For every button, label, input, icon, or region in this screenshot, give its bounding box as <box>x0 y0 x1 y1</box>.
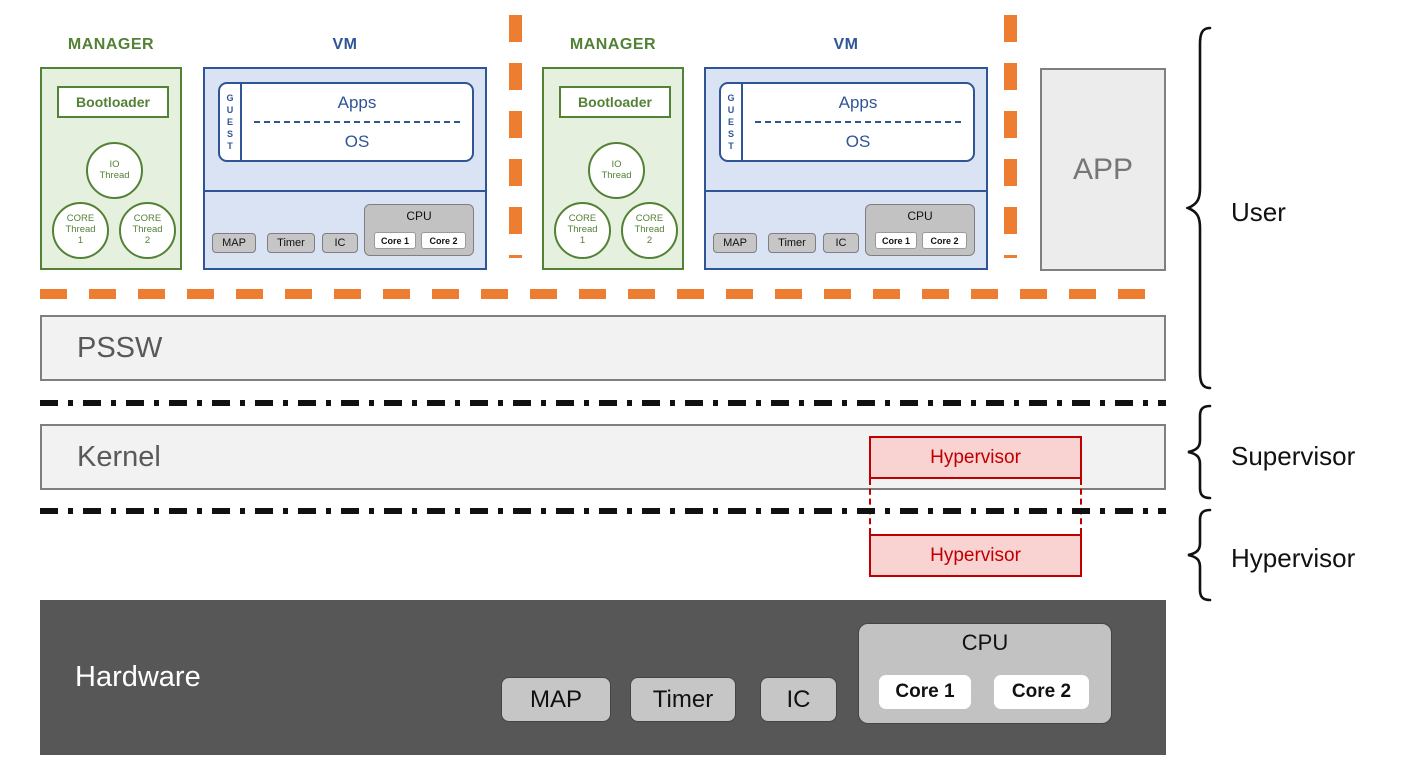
hw-device-timer: Timer <box>630 677 736 722</box>
vm-device-map: MAP <box>713 233 757 253</box>
manager-box: Bootloader IO Thread CORE Thread 1 CORE … <box>40 67 182 270</box>
hw-cpu-core-1: Core 1 <box>879 675 971 709</box>
os-label: OS <box>845 131 871 151</box>
user-label: User <box>1231 197 1286 227</box>
os-label: OS <box>344 131 370 151</box>
apps-os-main: Apps OS <box>242 84 472 160</box>
supervisor-brace <box>1187 404 1212 500</box>
io-thread-circle: IO Thread <box>86 142 143 199</box>
io-thread-line1: IO <box>611 158 622 170</box>
vm-device-timer: Timer <box>768 233 816 253</box>
kernel-label: Kernel <box>77 440 161 473</box>
pssw-label: PSSW <box>77 331 163 364</box>
red-dashed-connector-right <box>1080 479 1082 534</box>
io-thread-line2: Thread <box>601 169 632 181</box>
vm-cpu-label: CPU <box>406 209 432 223</box>
guest-letter: S <box>727 129 734 140</box>
guest-strip: G U E S T <box>220 84 242 160</box>
core2-line3: 2 <box>646 234 653 246</box>
guest-letter: S <box>226 129 233 140</box>
hypervisor-label: Hypervisor <box>1231 543 1356 573</box>
core2-line2: Thread <box>132 224 163 236</box>
pssw-bar: PSSW <box>40 315 1166 381</box>
hypervisor-brace <box>1187 508 1212 602</box>
vm-title: VM <box>833 36 859 53</box>
manager-box: Bootloader IO Thread CORE Thread 1 CORE … <box>542 67 684 270</box>
guest-letter: E <box>226 116 233 127</box>
apps-label: Apps <box>838 92 878 112</box>
guest-letter: T <box>227 141 233 152</box>
core1-line3: 1 <box>77 234 84 246</box>
dashdot-divider-2 <box>40 508 1166 514</box>
vm-cpu-label: CPU <box>907 209 933 223</box>
guest-apps-os-box: G U E S T Apps OS <box>218 82 474 162</box>
vm-device-timer: Timer <box>267 233 315 253</box>
vm-cpu-core-2: Core 2 <box>922 232 967 249</box>
vm-cpu-box: CPU Core 1 Core 2 <box>865 204 975 256</box>
core-thread-1-circle: CORE Thread 1 <box>52 202 109 259</box>
supervisor-label: Supervisor <box>1231 441 1356 471</box>
vm-title: VM <box>332 36 358 53</box>
core2-line2: Thread <box>634 224 665 236</box>
hw-cpu-box: CPU Core 1 Core 2 <box>858 623 1112 724</box>
orange-divider-vertical-1 <box>509 15 522 258</box>
core1-line2: Thread <box>567 224 598 236</box>
vm-cpu-core-2: Core 2 <box>421 232 466 249</box>
hardware-bar: Hardware MAP Timer IC CPU Core 1 Core 2 <box>40 600 1166 755</box>
vm-cpu-box: CPU Core 1 Core 2 <box>364 204 474 256</box>
hypervisor-box: Hypervisor <box>869 534 1082 577</box>
user-brace <box>1186 26 1212 390</box>
red-dashed-connector-left <box>869 479 871 534</box>
core2-line1: CORE <box>635 213 664 225</box>
core1-line3: 1 <box>579 234 586 246</box>
guest-letter: G <box>727 92 735 103</box>
orange-divider-horizontal <box>40 289 1166 299</box>
guest-letter: U <box>226 104 234 115</box>
vm-device-map: MAP <box>212 233 256 253</box>
hw-cpu-label: CPU <box>961 630 1009 655</box>
vm-section-divider <box>706 190 986 192</box>
vm-device-ic: IC <box>322 233 358 253</box>
core2-line1: CORE <box>133 213 162 225</box>
core-thread-2-circle: CORE Thread 2 <box>621 202 678 259</box>
vm-box: G U E S T Apps OS MAP Timer IC CPU Core … <box>704 67 988 270</box>
vm-section-divider <box>205 190 485 192</box>
app-box: APP <box>1040 68 1166 271</box>
vm-cpu-core-1: Core 1 <box>875 232 917 249</box>
orange-divider-vertical-2 <box>1004 15 1017 258</box>
apps-label: Apps <box>337 92 377 112</box>
core1-line2: Thread <box>65 224 96 236</box>
vm-box: G U E S T Apps OS MAP Timer IC CPU Core … <box>203 67 487 270</box>
manager-title: MANAGER <box>67 36 155 53</box>
vm-device-ic: IC <box>823 233 859 253</box>
apps-os-divider <box>755 121 961 123</box>
kernel-hypervisor-box: Hypervisor <box>869 436 1082 479</box>
bootloader-box: Bootloader <box>57 86 169 118</box>
apps-os-divider <box>254 121 460 123</box>
core1-line1: CORE <box>568 213 597 225</box>
hw-device-ic: IC <box>760 677 837 722</box>
guest-letter: T <box>728 141 734 152</box>
core-thread-2-circle: CORE Thread 2 <box>119 202 176 259</box>
vm-cpu-core-1: Core 1 <box>374 232 416 249</box>
io-thread-line2: Thread <box>99 169 130 181</box>
dashdot-divider-1 <box>40 400 1166 406</box>
guest-letter: G <box>226 92 234 103</box>
hardware-label: Hardware <box>75 661 201 693</box>
core1-line1: CORE <box>66 213 95 225</box>
manager-title: MANAGER <box>569 36 657 53</box>
guest-strip: G U E S T <box>721 84 743 160</box>
io-thread-circle: IO Thread <box>588 142 645 199</box>
guest-apps-os-box: G U E S T Apps OS <box>719 82 975 162</box>
io-thread-line1: IO <box>109 158 120 170</box>
hw-cpu-core-2: Core 2 <box>994 675 1089 709</box>
apps-os-main: Apps OS <box>743 84 973 160</box>
core-thread-1-circle: CORE Thread 1 <box>554 202 611 259</box>
hw-device-map: MAP <box>501 677 611 722</box>
guest-letter: E <box>727 116 734 127</box>
core2-line3: 2 <box>144 234 151 246</box>
bootloader-box: Bootloader <box>559 86 671 118</box>
guest-letter: U <box>727 104 735 115</box>
